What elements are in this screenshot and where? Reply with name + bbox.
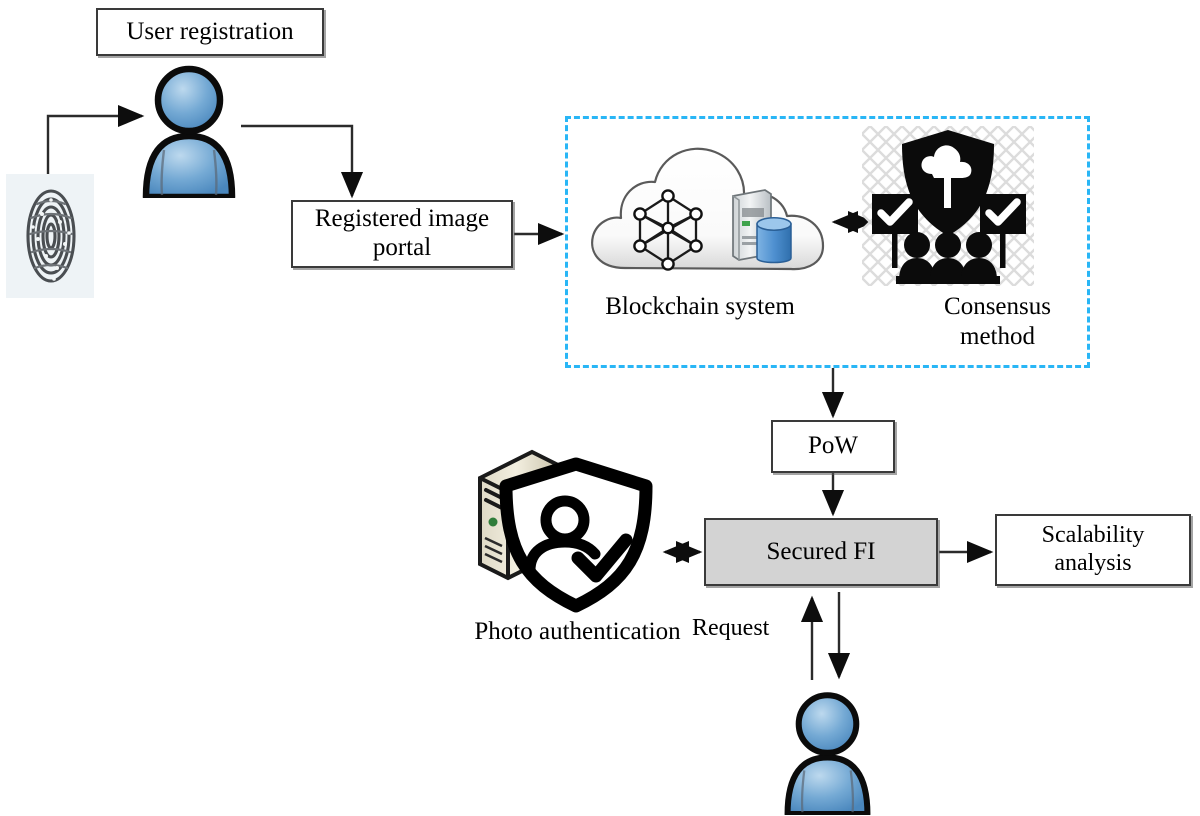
cloud-icon — [591, 147, 825, 271]
caption-blockchain-system: Blockchain system — [605, 293, 795, 320]
box-secured-fi[interactable]: Secured FI — [704, 518, 938, 586]
box-registered-image-portal-label: Registered image portal — [314, 205, 490, 261]
arrow-user-to-registered-portal — [241, 124, 364, 199]
caption-photo-authentication: Photo authentication — [474, 618, 681, 645]
consensus-voting-icon — [862, 126, 1034, 286]
box-scalability-analysis[interactable]: Scalability analysis — [995, 514, 1191, 586]
people-group-icon — [896, 232, 1000, 284]
shield-cloud-icon — [902, 130, 994, 236]
fingerprint-icon — [26, 189, 76, 283]
caption-consensus-method: Consensus method — [944, 293, 1051, 350]
caption-request: Request — [692, 615, 770, 641]
arrow-fingerprint-to-user — [46, 104, 145, 176]
box-scalability-analysis-label: Scalability analysis — [1041, 522, 1145, 576]
fingerprint-plate — [6, 174, 94, 298]
vote-sign-right — [980, 194, 1026, 268]
box-registered-image-portal[interactable]: Registered image portal — [291, 200, 513, 268]
user-avatar-icon — [784, 692, 871, 815]
box-user-registration[interactable]: User registration — [96, 8, 324, 56]
box-secured-fi-label: Secured FI — [766, 537, 876, 565]
box-pow[interactable]: PoW — [771, 420, 895, 473]
box-pow-label: PoW — [808, 432, 858, 460]
shield-outline — [499, 457, 653, 613]
user-avatar-icon — [142, 65, 236, 198]
box-user-registration-label: User registration — [126, 17, 294, 45]
blockchain-region-boundary — [565, 116, 1090, 368]
shield-person-check-icon — [478, 449, 653, 613]
server-database-icon — [732, 189, 792, 264]
vote-sign-left — [872, 194, 918, 268]
